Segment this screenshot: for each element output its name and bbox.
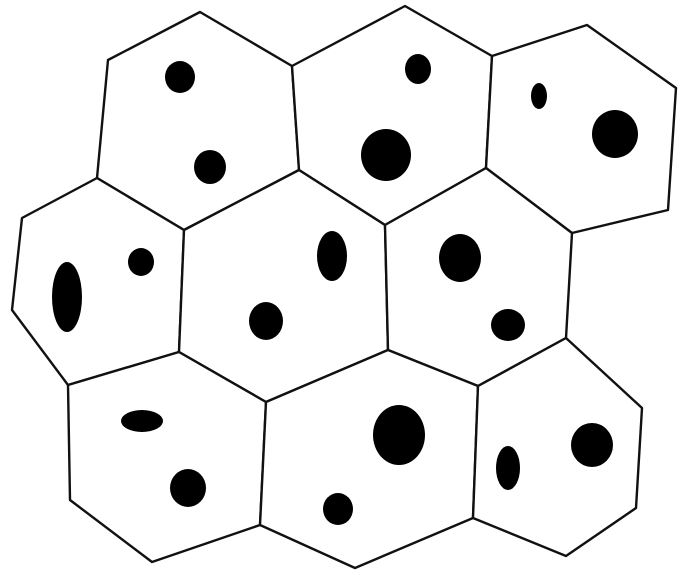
blob	[323, 493, 353, 525]
blob	[491, 309, 525, 341]
blob	[531, 83, 547, 109]
blob	[405, 54, 431, 84]
blob	[439, 234, 481, 282]
blob	[592, 110, 638, 158]
blob	[121, 410, 163, 432]
blob	[373, 405, 425, 465]
blob	[361, 129, 411, 181]
blob	[165, 61, 195, 93]
blob	[170, 469, 206, 507]
blob	[317, 231, 347, 281]
blob	[194, 150, 226, 184]
blob	[52, 262, 82, 332]
blob	[571, 423, 613, 467]
blob	[128, 248, 154, 276]
blob	[249, 302, 283, 340]
blob	[496, 446, 520, 490]
